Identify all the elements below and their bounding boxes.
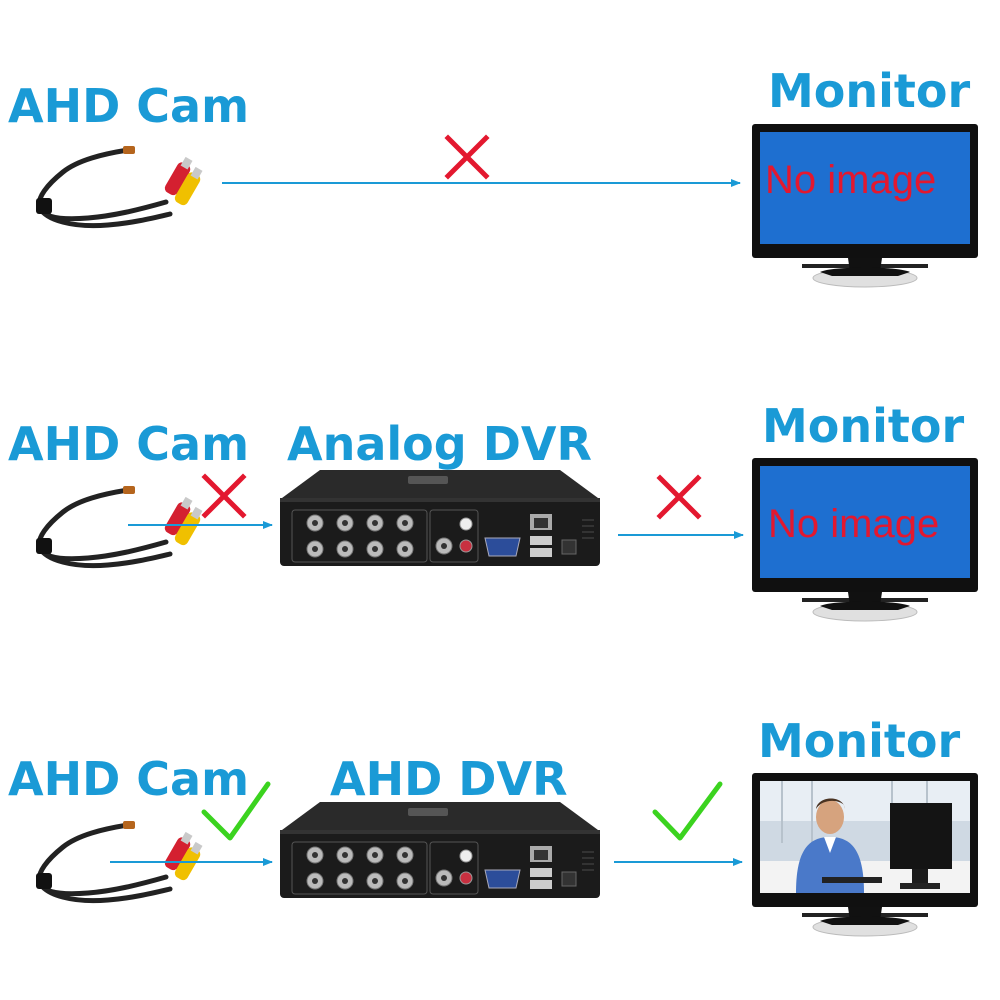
row1-monitor-label: Monitor: [768, 64, 971, 118]
row3-monitor-icon: [751, 772, 979, 937]
row1-cross-mark-icon: [444, 134, 490, 180]
row1-camera-icon: [36, 146, 205, 226]
row2-monitor-label: Monitor: [762, 399, 965, 453]
row1-no-image-text: No image: [765, 158, 937, 202]
row2-dvr-icon: [279, 469, 601, 567]
row1-camera-label: AHD Cam: [8, 79, 250, 133]
row2-camera-label: AHD Cam: [8, 417, 250, 471]
row3-check1-mark-icon: [201, 781, 271, 841]
row3-dvr-icon: [279, 801, 601, 899]
row3-camera-icon: [36, 821, 205, 901]
row1-monitor-icon: [751, 123, 979, 288]
row3-camera-label: AHD Cam: [8, 752, 250, 806]
row2-cross1-mark-icon: [201, 473, 247, 519]
row2-monitor-icon: [751, 457, 979, 622]
row3-monitor-label: Monitor: [758, 714, 961, 768]
row2-cross2-mark-icon: [656, 474, 702, 520]
row2-dvr-label: Analog DVR: [287, 417, 592, 471]
row3-check2-mark-icon: [652, 781, 723, 841]
row2-no-image-text: No image: [768, 502, 940, 546]
row3-dvr-label: AHD DVR: [330, 752, 568, 806]
